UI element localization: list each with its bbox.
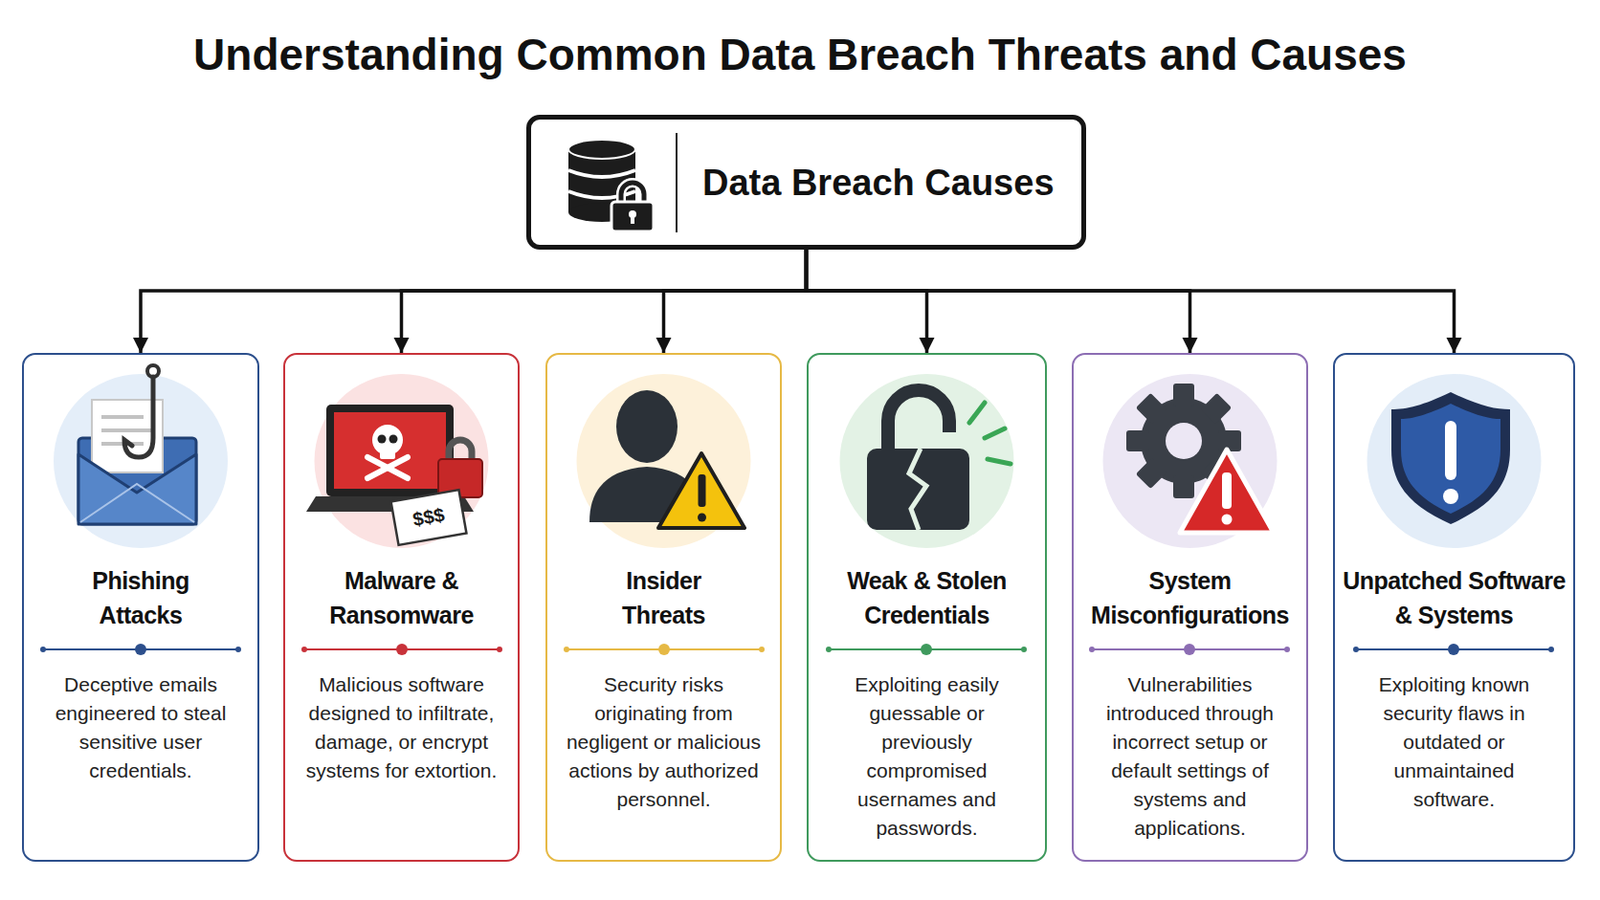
card-heading: Unpatched Software & Systems [1339,563,1570,633]
tree-connector [664,249,807,354]
tree-connector [806,249,1455,354]
card-heading: System Misconfigurations [1075,563,1306,633]
tree-connector [401,249,807,354]
root-label: Data Breach Causes [702,160,1055,205]
root-box: Data Breach Causes [526,114,1087,250]
card-description: Security risks originating from negligen… [560,670,768,815]
tree-connector [806,249,928,354]
card-description: Malicious software designed to infiltrat… [298,670,506,786]
cause-card: Unpatched Software & SystemsExploiting k… [1333,353,1576,863]
card-description: Exploiting easily guessable or previousl… [823,670,1031,844]
card-heading: Phishing Attacks [68,563,213,633]
card-description: Exploiting known security flaws in outda… [1351,670,1558,815]
cause-card: Weak & Stolen CredentialsExploiting easi… [806,353,1047,863]
diagram-title: Understanding Common Data Breach Threats… [0,21,1600,89]
tree-connector [806,249,1191,354]
cause-card: System MisconfigurationsVulnerabilities … [1071,353,1309,863]
card-heading: Malware & Ransomware [306,563,498,633]
cause-card: Insider ThreatsSecurity risks originatin… [545,353,782,863]
cause-card: Malware & RansomwareMalicious software d… [283,353,520,863]
card-heading: Insider Threats [601,563,727,633]
card-description: Deceptive emails engineered to steal sen… [37,670,245,786]
tree-connector [140,249,807,354]
card-heading: Weak & Stolen Credentials [826,563,1028,633]
card-description: Vulnerabilities introduced through incor… [1087,670,1294,844]
cause-card: Phishing AttacksDeceptive emails enginee… [22,353,260,863]
